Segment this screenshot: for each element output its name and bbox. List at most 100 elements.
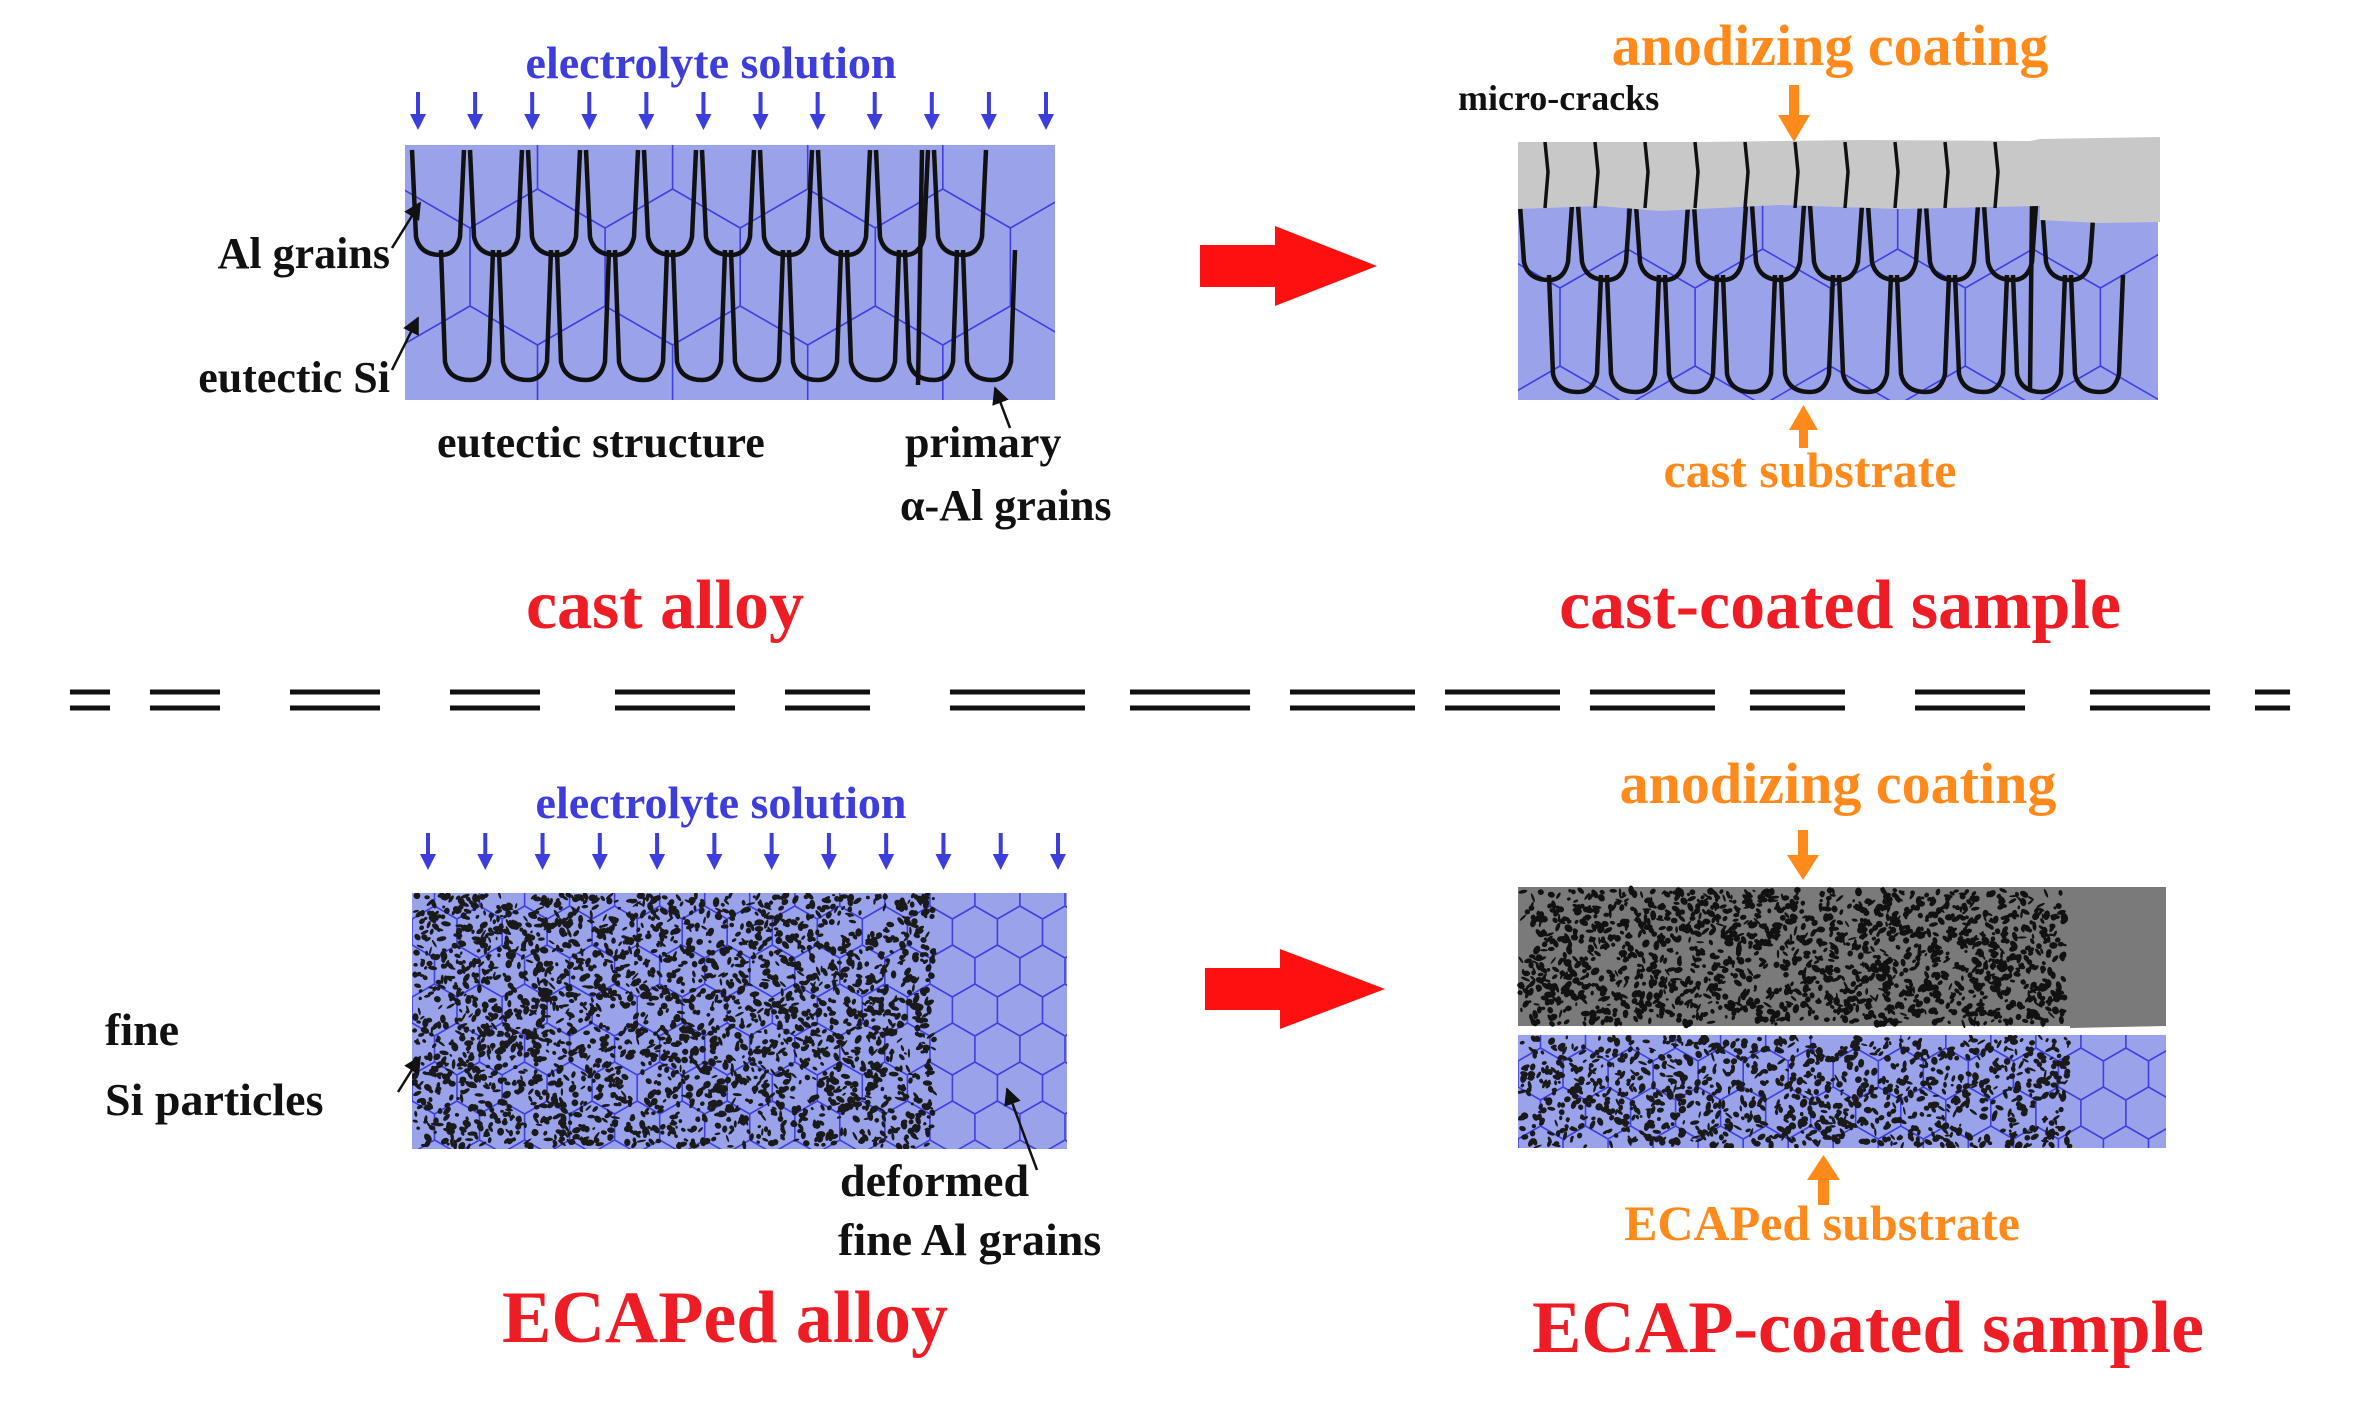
si-particle <box>679 901 684 907</box>
si-particle <box>715 1060 723 1063</box>
micro-crack <box>1943 141 1950 209</box>
eutectic-si-cell <box>1952 274 2010 395</box>
si-particle <box>750 954 757 960</box>
down-arrow-head <box>809 114 826 130</box>
si-particle <box>645 1078 652 1085</box>
si-particle <box>883 984 889 988</box>
si-particle <box>592 1127 596 1130</box>
si-particle <box>758 954 763 960</box>
eutectic-si-cell <box>554 249 612 383</box>
micro-crack <box>1643 141 1650 209</box>
si-particle <box>496 915 500 923</box>
si-particle <box>646 1043 656 1049</box>
si-particle <box>804 1074 811 1081</box>
eutectic-si-cell <box>1546 274 1604 395</box>
si-particle <box>488 1082 492 1087</box>
si-particle <box>770 1068 777 1077</box>
si-particle <box>855 1026 863 1030</box>
si-particle <box>931 896 935 901</box>
eutectic-si-pointer <box>390 316 420 371</box>
si-particle <box>780 1041 784 1046</box>
down-arrow-head <box>820 854 837 870</box>
si-particle <box>618 941 623 947</box>
si-particle <box>714 913 723 921</box>
si-particle <box>620 1090 627 1098</box>
si-particle <box>728 909 737 918</box>
si-particle <box>891 1022 896 1029</box>
si-particle <box>443 1106 451 1115</box>
si-particle <box>708 1106 716 1112</box>
si-particle <box>451 1042 459 1052</box>
si-particle <box>460 1131 465 1136</box>
si-particle <box>852 1115 860 1123</box>
si-particle <box>490 1070 499 1077</box>
down-arrow-head <box>1038 114 1054 130</box>
down-arrow-head <box>420 854 436 870</box>
si-particle <box>557 918 563 928</box>
si-particle <box>505 1108 513 1112</box>
si-particle <box>793 1138 800 1142</box>
si-particle <box>757 943 765 952</box>
si-particle <box>922 959 929 965</box>
si-particle <box>795 916 800 921</box>
si-particle <box>920 937 927 943</box>
cast-substrate-label: cast substrate <box>1663 442 1956 498</box>
si-particle <box>597 1083 603 1093</box>
si-particle <box>867 934 871 941</box>
si-particle <box>790 1072 797 1079</box>
si-particle <box>420 1027 430 1034</box>
si-particle <box>614 1066 623 1070</box>
si-particle <box>557 1056 565 1060</box>
down-arrow-head <box>763 854 780 870</box>
si-particle <box>723 1017 728 1022</box>
process-arrow-top <box>1200 226 1377 306</box>
si-particle <box>459 991 464 997</box>
si-particle <box>720 994 726 998</box>
eutectic-si-cell <box>1604 274 1662 395</box>
si-particle <box>781 941 790 949</box>
micro-crack <box>1893 141 1900 209</box>
si-particle <box>568 1084 577 1093</box>
si-particle <box>922 1080 933 1086</box>
si-particle <box>645 1142 651 1147</box>
si-particle <box>419 925 425 931</box>
si-particle <box>764 936 773 943</box>
si-particle <box>706 1012 711 1017</box>
si-particle <box>587 1072 594 1079</box>
si-particle <box>675 998 682 1005</box>
si-particle <box>661 895 668 900</box>
si-particle <box>758 1103 764 1107</box>
si-particle <box>887 1018 893 1027</box>
si-particle <box>903 1052 908 1055</box>
si-particle <box>675 1101 681 1108</box>
si-particle <box>752 895 756 899</box>
si-particle <box>639 909 646 919</box>
si-particle <box>891 1132 895 1141</box>
si-particle <box>506 1104 512 1110</box>
eutectic-si-cell <box>1662 274 1720 395</box>
si-particle <box>528 1079 535 1087</box>
si-particle <box>1540 949 1548 952</box>
eutectic-si-network-coated <box>1518 204 2126 395</box>
si-particle <box>457 1017 463 1022</box>
si-particle <box>488 976 493 980</box>
si-particle <box>782 1051 788 1057</box>
down-arrow-head <box>467 114 484 130</box>
si-particle <box>851 1080 859 1088</box>
si-particle <box>841 1047 847 1056</box>
si-particle <box>729 922 735 928</box>
si-particle <box>504 935 510 945</box>
si-particle <box>662 1099 667 1103</box>
si-particle <box>487 1137 492 1144</box>
si-particle <box>782 1003 787 1007</box>
si-particle <box>560 1106 568 1114</box>
si-particle <box>779 981 786 988</box>
si-particle <box>429 1032 434 1037</box>
si-particle <box>550 977 555 982</box>
si-particle <box>862 1016 865 1021</box>
down-arrow-head <box>477 854 494 870</box>
si-particle <box>803 1140 810 1147</box>
si-particle <box>864 961 870 967</box>
si-particle <box>556 979 562 985</box>
si-particle <box>886 921 895 928</box>
